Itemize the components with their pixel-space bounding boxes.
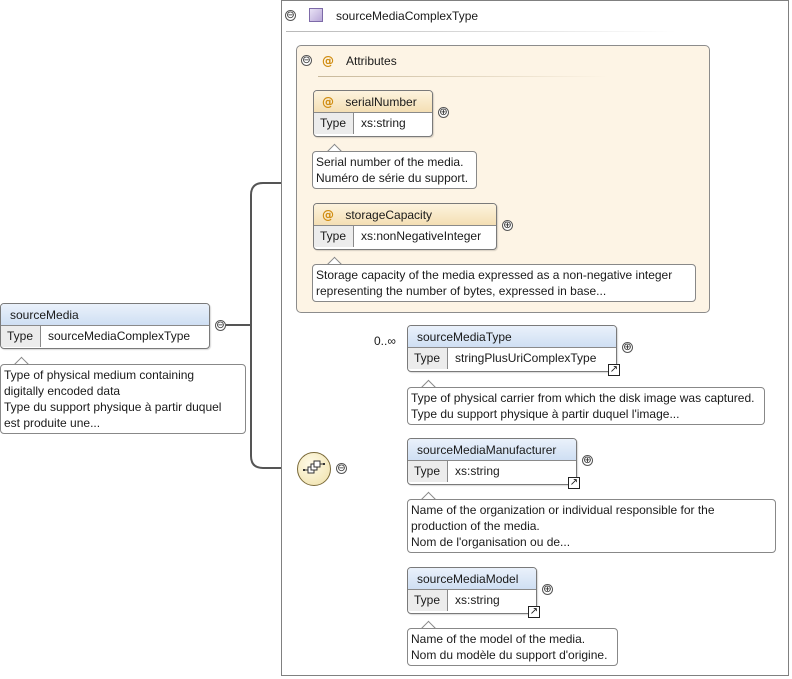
sourcemediamodel-expand-toggle[interactable]: ⊕ [542,584,553,595]
element-type-label: Type [408,590,448,611]
sourcemediamanufacturer-doc-line: production of the media. [411,519,540,533]
serialnumber-doc-line: Serial number of the media. [316,155,464,169]
complex-type-divider [286,31,676,32]
attributes-title: Attributes [346,54,397,68]
element-sourcemediamodel-box[interactable]: sourceMediaModel Type xs:string [407,567,537,614]
attributes-divider [318,76,608,77]
root-element-box[interactable]: sourceMedia Type sourceMediaComplexType [0,303,210,349]
attributes-at-icon: @ [322,54,334,68]
element-name: sourceMediaModel [408,568,536,590]
sequence-compositor[interactable] [297,452,331,486]
element-type-value: stringPlusUriComplexType [455,351,597,365]
element-name: sourceMediaType [408,326,616,348]
serialnumber-expand-toggle[interactable]: ⊕ [438,107,449,118]
complex-type-icon [309,8,323,22]
sequence-occurrence: 0..∞ [374,334,396,348]
root-doc-annotation: Type of physical medium containing digit… [0,364,246,434]
attribute-name: serialNumber [345,95,417,109]
root-element-name: sourceMedia [1,304,209,326]
storagecapacity-expand-toggle[interactable]: ⊕ [502,220,513,231]
root-doc-line: Type du support physique à partir duquel [4,400,222,414]
serialnumber-doc-line: Numéro de série du support. [316,171,469,185]
complex-type-collapse-toggle[interactable]: ⊖ [285,10,296,21]
element-sourcemediamanufacturer-box[interactable]: sourceMediaManufacturer Type xs:string [407,438,577,485]
root-type-value: sourceMediaComplexType [48,329,191,343]
attribute-name: storageCapacity [345,208,433,222]
complex-type-name: sourceMediaComplexType [336,9,479,23]
attribute-at-icon: @ [322,95,334,109]
sourcemediamanufacturer-expand-toggle[interactable]: ⊕ [582,455,593,466]
attribute-type-label: Type [314,113,354,134]
sequence-collapse-toggle[interactable]: ⊖ [336,463,347,474]
storagecapacity-doc-line: representing the number of bytes, expres… [316,284,607,298]
sequence-icon [303,460,325,474]
sourcemediamodel-doc-line: Name of the model of the media. [411,632,586,646]
external-link-icon[interactable]: ↗ [568,477,580,489]
root-collapse-toggle[interactable]: ⊖ [215,320,226,331]
sourcemediatype-doc-annotation: Type of physical carrier from which the … [407,387,765,425]
element-type-label: Type [408,461,448,482]
attribute-type-label: Type [314,226,354,247]
root-type-label: Type [1,326,41,347]
attributes-collapse-toggle[interactable]: ⊖ [301,55,312,66]
root-doc-line: digitally encoded data [4,384,121,398]
external-link-icon[interactable]: ↗ [608,364,620,376]
sourcemediamanufacturer-doc-line: Nom de l'organisation ou de... [411,535,571,549]
attribute-storagecapacity-box[interactable]: @ storageCapacity Type xs:nonNegativeInt… [313,203,497,250]
attribute-serialnumber-box[interactable]: @ serialNumber Type xs:string [313,90,433,137]
element-sourcemediatype-box[interactable]: sourceMediaType Type stringPlusUriComple… [407,325,617,372]
element-name: sourceMediaManufacturer [408,439,576,461]
sourcemediamanufacturer-doc-annotation: Name of the organization or individual r… [407,499,776,553]
element-type-label: Type [408,348,448,369]
root-doc-line: Type of physical medium containing [4,368,195,382]
attribute-at-icon: @ [322,208,334,222]
element-type-value: xs:string [455,593,500,607]
sourcemediamanufacturer-doc-line: Name of the organization or individual r… [411,503,715,517]
external-link-icon[interactable]: ↗ [528,606,540,618]
storagecapacity-doc-line: Storage capacity of the media expressed … [316,268,673,282]
storagecapacity-doc-annotation: Storage capacity of the media expressed … [312,264,696,302]
root-doc-line: est produite une... [4,416,101,430]
sourcemediatype-expand-toggle[interactable]: ⊕ [622,342,633,353]
attribute-type-value: xs:string [361,116,406,130]
serialnumber-doc-annotation: Serial number of the media. Numéro de sé… [312,151,477,189]
sourcemediamodel-doc-annotation: Name of the model of the media. Nom du m… [407,628,618,666]
sourcemediatype-doc-line: Type du support physique à partir duquel… [411,407,680,421]
sourcemediamodel-doc-line: Nom du modèle du support d'origine. [411,648,608,662]
sourcemediatype-doc-line: Type of physical carrier from which the … [411,391,755,405]
attribute-type-value: xs:nonNegativeInteger [361,229,482,243]
element-type-value: xs:string [455,464,500,478]
